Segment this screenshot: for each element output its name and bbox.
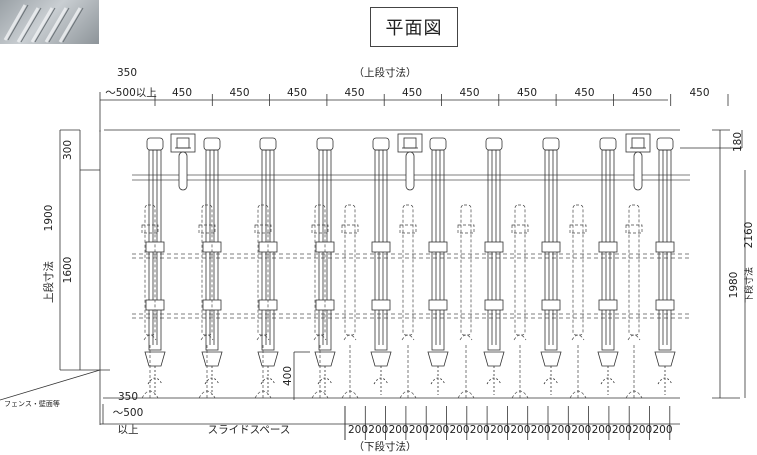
upper-spacing-label: 450 [459,87,479,99]
dimension-lines [0,92,746,440]
diagram-title: 平面図 [370,7,458,47]
lower-rack-unit [141,204,159,400]
lower-rack-unit [511,204,529,400]
left-dim-1600: 1600 [62,257,74,284]
lower-spacing-label: 200 [612,424,632,436]
upper-rack-unit [370,137,392,395]
upper-spacing-label: 450 [172,87,192,99]
lower-spacing-label: 200 [632,424,652,436]
lower-spacing-label: 200 [389,424,409,436]
lower-spacing-label: 200 [348,424,368,436]
lower-rack-unit [457,204,475,400]
bicycle-rack-units [132,133,690,400]
lower-dims-caption: （下段寸法） [354,440,417,453]
lower-rack-unit [399,204,417,400]
upper-spacing-label: 450 [574,87,594,99]
lower-rack-unit [569,204,587,400]
right-dim-180: 180 [732,132,744,152]
upper-spacing-label: 450 [402,87,422,99]
lower-left-offset-top: 350 [118,391,138,403]
lower-spacing-label: 200 [592,424,612,436]
left-dim-1900: 1900 [43,205,55,232]
fence-wall-label: フェンス・壁面等 [4,399,60,408]
upper-rack-unit [654,137,676,395]
left-dim-upper-label: 上段寸法 [42,261,55,303]
lower-spacing-label: 200 [429,424,449,436]
upper-left-offset-top: 350 [117,67,137,79]
lower-spacing-label: 200 [652,424,672,436]
lower-spacing-label: 200 [490,424,510,436]
diagram-title-text: 平面図 [385,18,443,39]
upper-spacing-label: 450 [517,87,537,99]
right-dim-lower-label: 下段寸法 [743,267,755,303]
lower-rack-unit [198,204,216,400]
lower-rack-unit [341,204,359,400]
lower-spacing-label: 200 [510,424,530,436]
lower-rack-unit [254,204,272,400]
post-bracket [170,133,196,191]
upper-rack-unit [540,137,562,395]
lower-left-offset-mid: ～500 [113,407,144,419]
lower-rack-unit [311,204,329,400]
right-dim-2160: 2160 [743,222,755,249]
lower-left-offset-bottom: 以上 [118,424,139,436]
slide-space-label: スライドスペース [208,424,291,436]
upper-rack-unit [597,137,619,395]
upper-rack-unit [483,137,505,395]
lower-spacing-label: 200 [368,424,388,436]
upper-spacing-label: 450 [287,87,307,99]
lower-spacing-label: 200 [551,424,571,436]
right-dim-1980: 1980 [728,272,740,299]
left-dim-300: 300 [62,140,74,160]
upper-left-offset-bottom: ～500以上 [105,87,157,99]
lower-spacing-label: 200 [470,424,490,436]
upper-rack-unit [427,137,449,395]
upper-spacing-label: 450 [229,87,249,99]
inner-dim-400: 400 [282,366,294,386]
post-bracket [397,133,423,191]
upper-dims-caption: （上段寸法） [354,66,417,79]
lower-spacing-label: 200 [409,424,429,436]
lower-spacing-label: 200 [449,424,469,436]
lower-spacing-label: 200 [531,424,551,436]
lower-spacing-label: 200 [571,424,591,436]
upper-spacing-label: 450 [344,87,364,99]
upper-spacing-label: 450 [689,87,709,99]
lower-rack-unit [625,204,643,400]
upper-spacing-label: 450 [632,87,652,99]
product-photo [0,0,99,44]
post-bracket [625,133,651,191]
